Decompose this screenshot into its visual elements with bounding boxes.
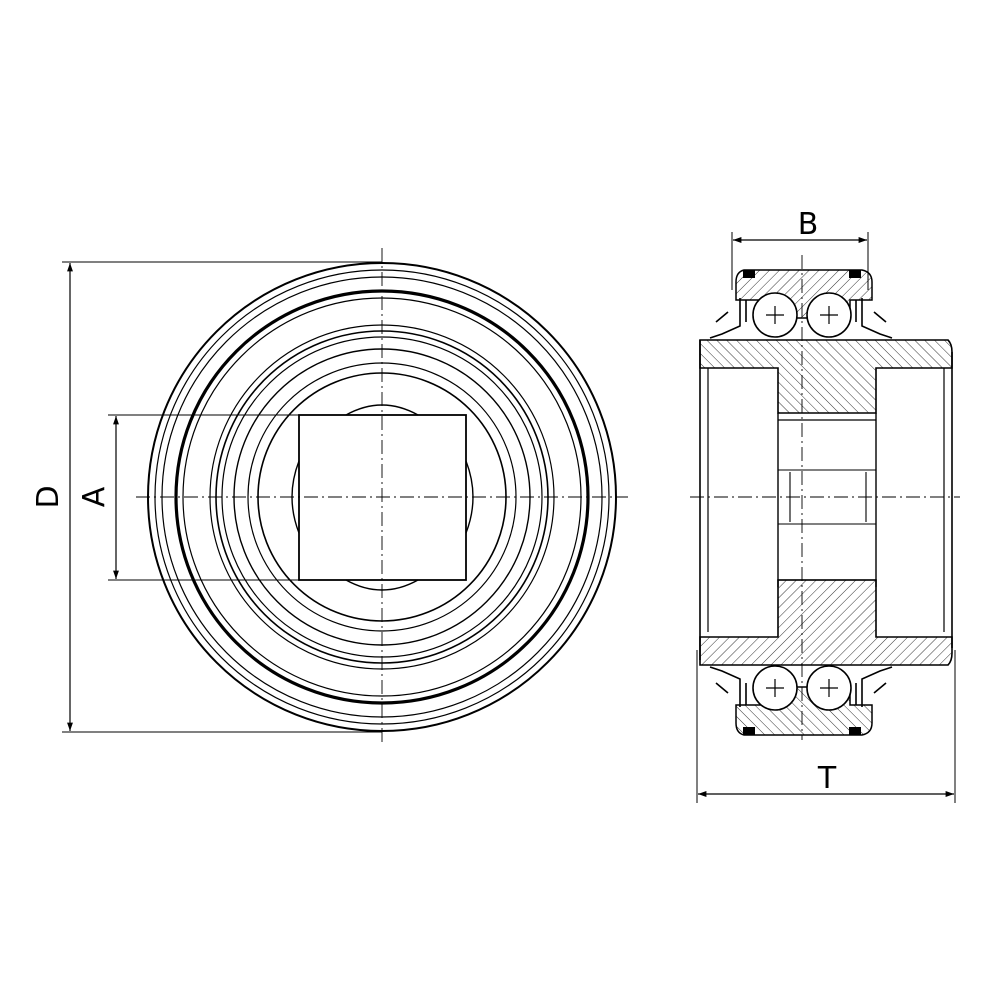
- inner-ring-section-top: [699, 339, 953, 414]
- ball-top-right: [806, 292, 852, 338]
- ball-bottom-right: [806, 665, 852, 711]
- section-centerlines: [690, 255, 960, 740]
- inner-ring-section-bottom: [699, 579, 953, 666]
- ball-top-left: [752, 292, 798, 338]
- front-view: D A: [31, 248, 628, 745]
- dimension-d: D: [31, 261, 382, 733]
- dimension-b: B: [731, 207, 869, 290]
- dimension-t: T: [696, 650, 956, 803]
- section-bore: [699, 340, 953, 660]
- section-view: B T: [690, 207, 960, 803]
- dimension-label-a: A: [77, 486, 112, 507]
- seal-bottom-right: [855, 666, 893, 707]
- ball-bottom-left: [752, 665, 798, 711]
- section-bottom-half: [699, 579, 953, 736]
- seal-top-right: [855, 298, 893, 339]
- front-centerlines: [136, 248, 628, 745]
- dimension-label-b: B: [798, 207, 819, 242]
- seal-top-left: [709, 298, 747, 339]
- seal-bottom-left: [709, 666, 747, 707]
- dimension-label-t: T: [817, 761, 837, 796]
- dimension-a: A: [77, 414, 299, 581]
- section-top-half: [699, 269, 953, 414]
- square-bore: [291, 404, 474, 591]
- dimension-label-d: D: [31, 485, 66, 508]
